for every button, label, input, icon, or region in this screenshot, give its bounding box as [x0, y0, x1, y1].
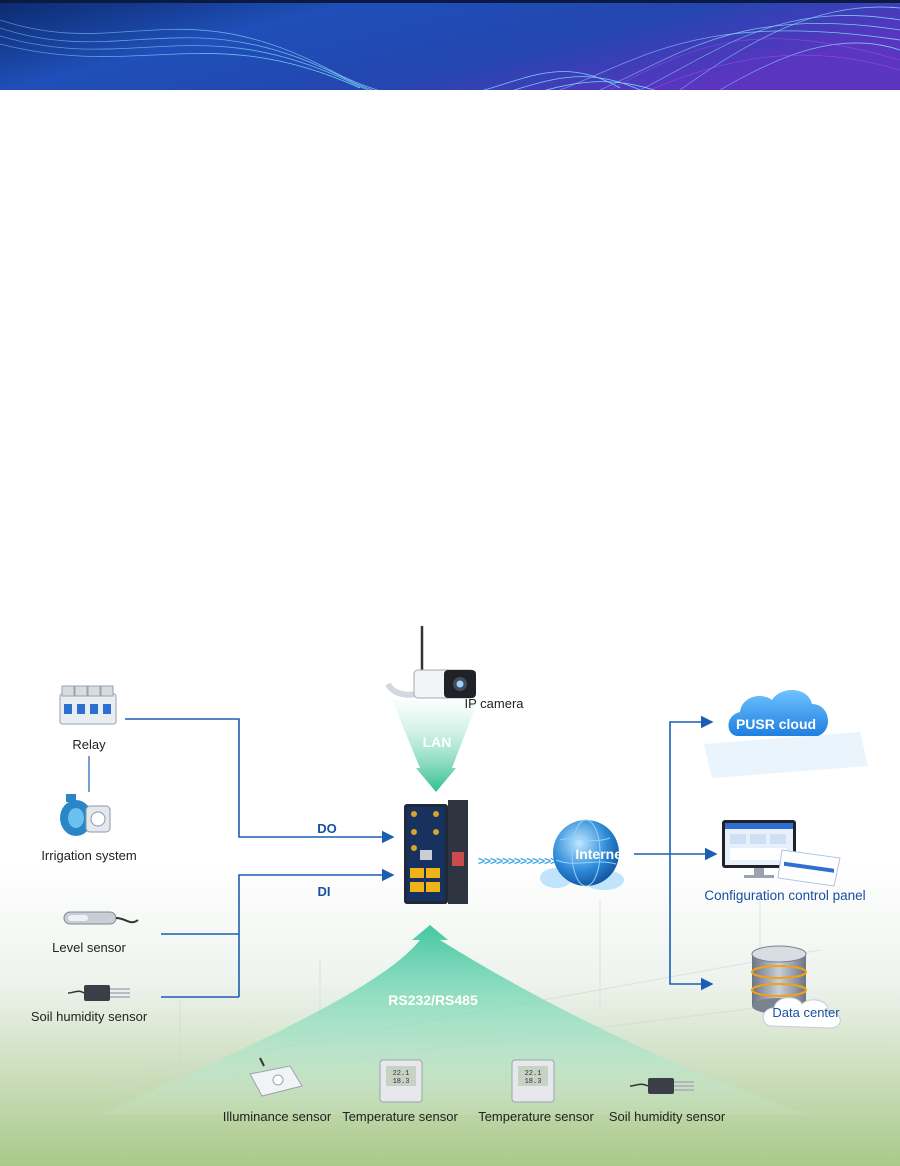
lan-funnel-arrow [392, 700, 478, 792]
svg-text:>>>>>>>>>>>>>>: >>>>>>>>>>>>>> [478, 854, 563, 868]
internet-datacenter-line [669, 854, 714, 991]
svg-text:22.1: 22.1 [525, 1070, 542, 1078]
soil-humidity-sensor-label: Soil humidity sensor [30, 1009, 148, 1024]
illuminance-sensor-icon [249, 1057, 303, 1097]
do-line [125, 718, 395, 844]
di-line [238, 868, 395, 997]
temperature-sensor-icon: 22.1 18.3 [511, 1059, 555, 1103]
level-sensor-label: Level sensor [52, 940, 126, 955]
internet-cloud-line [669, 715, 714, 854]
soil-humidity-sensor-icon [67, 985, 130, 1001]
data-center-label: Data center [772, 1005, 840, 1020]
internet-label: Internet [575, 846, 627, 862]
relay-icon [59, 685, 117, 725]
ip-camera-icon [385, 626, 476, 699]
irrigation-system-label: Irrigation system [41, 848, 137, 863]
data-center-database-icon [751, 945, 841, 1029]
temperature-sensor-icon: 22.1 18.3 [379, 1059, 423, 1103]
svg-text:18.3: 18.3 [393, 1078, 410, 1086]
relay-label: Relay [72, 737, 106, 752]
level-sensor-icon [63, 911, 139, 925]
header-banner [0, 0, 900, 90]
soil-humidity-sensor-label: Soil humidity sensor [608, 1109, 726, 1124]
pusr-cloud-icon [704, 689, 868, 778]
ip-camera-label: IP camera [464, 696, 524, 711]
rs-bus-cone [100, 925, 810, 1115]
lan-label: LAN [422, 734, 452, 750]
configuration-control-panel-label: Configuration control panel [704, 888, 866, 903]
router-device-icon [404, 800, 468, 904]
temperature-sensor-label: Temperature sensor [478, 1109, 594, 1124]
banner-wave-graphic [0, 0, 900, 90]
soil-humidity-sensor-icon [629, 1078, 694, 1094]
rs232-rs485-label: RS232/RS485 [388, 992, 478, 1008]
do-label: DO [317, 821, 337, 836]
internet-globe-icon [540, 819, 624, 890]
illuminance-sensor-label: Illuminance sensor [222, 1109, 332, 1124]
pusr-cloud-label: PUSR cloud [735, 716, 817, 732]
config-panel-monitor-icon [722, 820, 841, 887]
di-label: DI [317, 884, 331, 899]
svg-text:22.1: 22.1 [393, 1070, 410, 1078]
water-pump-icon [60, 794, 111, 836]
svg-text:18.3: 18.3 [525, 1078, 542, 1086]
temperature-sensor-label: Temperature sensor [342, 1109, 458, 1124]
router-internet-chevrons: >>>>>>>>>>>>>> [478, 854, 564, 868]
